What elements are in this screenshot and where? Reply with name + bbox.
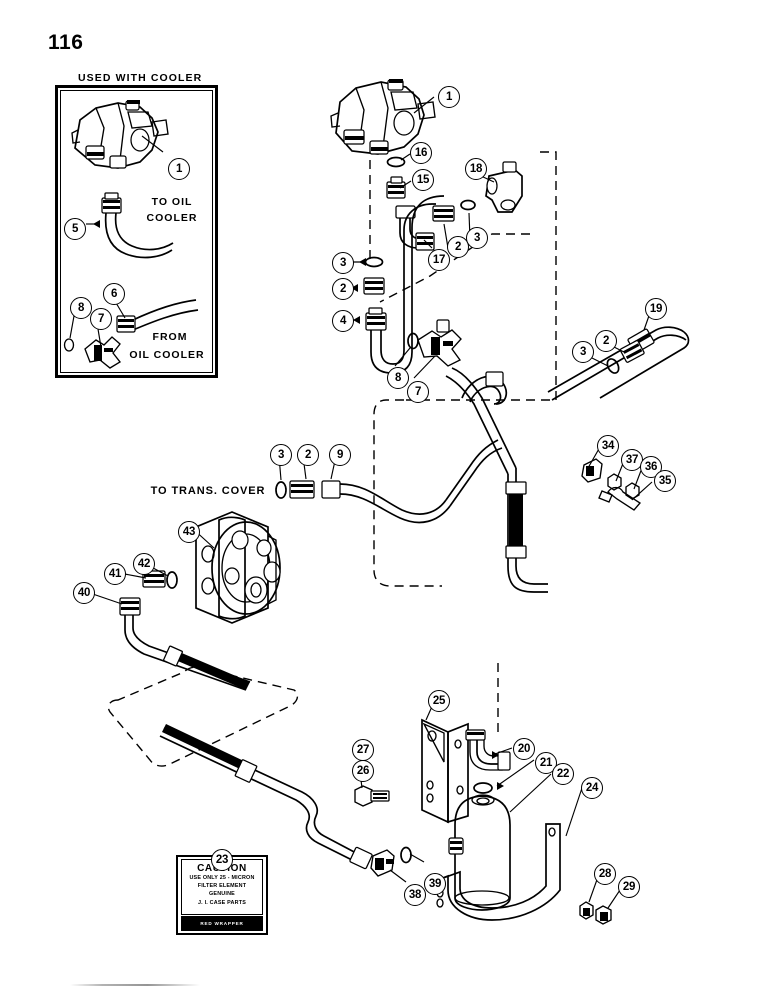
oring-16 [386,156,406,168]
callout-35[interactable]: 35 [654,470,676,492]
callout-21[interactable]: 21 [535,752,557,774]
callout-2[interactable]: 2 [297,444,319,466]
callout-8[interactable]: 8 [70,297,92,319]
caution-line-3: GENUINE [209,891,235,898]
inset-hose-to-cooler [101,192,174,259]
callout-43[interactable]: 43 [178,521,200,543]
oring-3-right [606,358,620,374]
callout-15[interactable]: 15 [412,169,434,191]
callout-9[interactable]: 9 [329,444,351,466]
callout-8[interactable]: 8 [387,367,409,389]
callout-34[interactable]: 34 [597,435,619,457]
caution-band-text: RED WRAPPER [200,921,244,926]
bracket-25 [421,718,469,824]
oring-42 [166,571,178,589]
callout-23[interactable]: 23 [211,849,233,871]
callout-6[interactable]: 6 [103,283,125,305]
bolt-26-27 [354,785,390,807]
elbow-20 [465,729,511,771]
caution-band: RED WRAPPER [181,916,263,931]
callout-1[interactable]: 1 [168,158,190,180]
page-number: 116 [48,31,84,54]
callout-5[interactable]: 5 [64,218,86,240]
oring-3-pump [275,481,287,499]
inset-label-cooler: COOLER [146,212,198,224]
tee-fitting-7 [417,319,462,367]
fitting-9-hose [321,439,503,524]
hydraulic-pump-43 [195,511,281,624]
tube-40 [119,597,251,691]
fitting-2-center [432,205,455,222]
callout-3[interactable]: 3 [270,444,292,466]
inset-label-from: FROM [152,331,188,343]
fitting-15 [386,176,406,199]
callout-3[interactable]: 3 [572,341,594,363]
scan-artifact [70,984,200,986]
callout-24[interactable]: 24 [581,777,603,799]
callout-25[interactable]: 25 [428,690,450,712]
callout-2[interactable]: 2 [447,236,469,258]
pipe-center-long [445,367,548,593]
callout-19[interactable]: 19 [645,298,667,320]
callout-3[interactable]: 3 [466,227,488,249]
hardware-cluster-right [581,458,642,511]
tube-lower [159,724,373,870]
callout-40[interactable]: 40 [73,582,95,604]
caution-line-1: USE ONLY 25 - MICRON [189,875,255,881]
callout-20[interactable]: 20 [513,738,535,760]
callout-41[interactable]: 41 [104,563,126,585]
inset-hose-from-cooler [116,299,199,333]
fitting-41 [142,570,166,588]
oring-39 [400,846,412,864]
callout-17[interactable]: 17 [428,249,450,271]
caution-line-4: J. I. CASE PARTS [197,899,247,906]
inset-box-inner-border [60,90,213,373]
tee-fitting-18 [485,161,523,213]
oring-3-upper [364,256,384,268]
callout-1[interactable]: 1 [438,86,460,108]
callout-18[interactable]: 18 [465,158,487,180]
pipe-upper-center [403,195,445,252]
callout-22[interactable]: 22 [552,763,574,785]
inset-tee-fitting [63,336,122,369]
callout-2[interactable]: 2 [332,278,354,300]
inset-pump-assembly [71,100,169,169]
callout-42[interactable]: 42 [133,553,155,575]
oring-21 [473,782,493,794]
callout-26[interactable]: 26 [352,760,374,782]
dashed-routing-left-center [373,399,442,587]
inset-label-oil-cooler: OIL COOLER [129,349,205,361]
callout-29[interactable]: 29 [618,876,640,898]
caution-line-2: FILTER ELEMENT [197,883,247,890]
nuts-28-29 [579,901,612,925]
dashed-routing-upper-right [404,151,557,401]
main-pump-assembly [330,79,436,155]
fitting-38 [370,849,395,877]
filter-canister-22 [448,794,511,911]
inset-label-to-oil: TO OIL [151,196,193,208]
inset-title: USED WITH COOLER [78,72,203,84]
callout-7[interactable]: 7 [407,381,429,403]
callout-28[interactable]: 28 [594,863,616,885]
callout-2[interactable]: 2 [595,330,617,352]
callout-4[interactable]: 4 [332,310,354,332]
callout-16[interactable]: 16 [410,142,432,164]
main-leader-lines [83,96,653,909]
oring-8-center [407,332,419,350]
label-to-trans-cover: TO TRANS. COVER [150,485,266,497]
callout-39[interactable]: 39 [424,873,446,895]
callout-7[interactable]: 7 [90,308,112,330]
fitting-2-pump [289,480,315,499]
callout-27[interactable]: 27 [352,739,374,761]
fitting-2-upper [363,277,385,295]
oring-3-center [460,199,476,211]
hose-u-bend [461,371,508,405]
callout-38[interactable]: 38 [404,884,426,906]
fitting-2-right [619,340,645,363]
callout-3[interactable]: 3 [332,252,354,274]
